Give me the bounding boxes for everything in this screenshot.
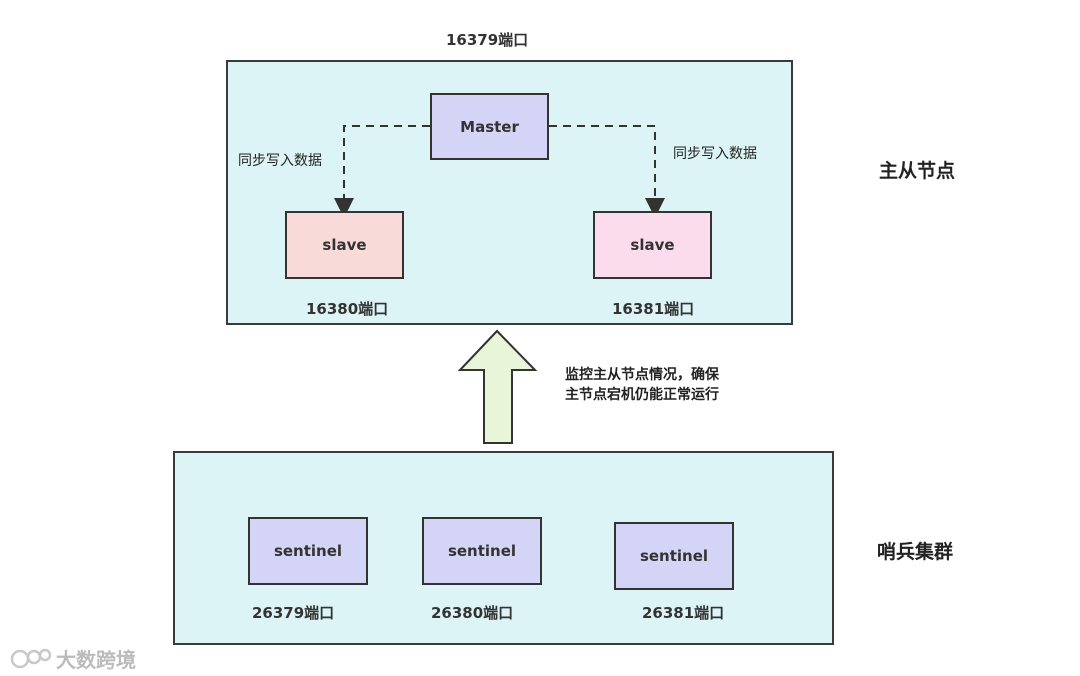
sentinel-node-3: sentinel — [614, 522, 734, 590]
master-slave-group — [226, 60, 793, 325]
slave-right-port-label: 16381端口 — [612, 300, 695, 318]
monitor-note: 监控主从节点情况，确保 主节点宕机仍能正常运行 — [565, 365, 719, 405]
sentinel-side-label: 哨兵集群 — [877, 541, 954, 563]
sentinel-3-port-label: 26381端口 — [642, 604, 725, 622]
monitor-note-line1: 监控主从节点情况，确保 — [565, 367, 719, 383]
watermark-text: 大数跨境 — [56, 648, 136, 672]
top-port-label: 16379端口 — [446, 31, 529, 49]
sentinel-2-port-label: 26380端口 — [431, 604, 514, 622]
slave-node-left: slave — [285, 211, 404, 279]
sync-connector-right — [549, 125, 665, 218]
slave-node-right: slave — [593, 211, 712, 279]
monitor-arrow — [457, 329, 538, 444]
master-node: Master — [430, 93, 549, 160]
sync-connector-left — [334, 125, 430, 218]
watermark-logo-icon — [10, 648, 52, 668]
sentinel-node-1: sentinel — [248, 517, 368, 585]
watermark: 大数跨境 — [10, 644, 136, 673]
monitor-note-line2: 主节点宕机仍能正常运行 — [565, 387, 719, 403]
sentinel-node-2: sentinel — [422, 517, 542, 585]
slave-left-port-label: 16380端口 — [306, 300, 389, 318]
master-slave-side-label: 主从节点 — [879, 160, 956, 182]
sync-label-left: 同步写入数据 — [238, 153, 322, 169]
sentinel-1-port-label: 26379端口 — [252, 604, 335, 622]
sync-label-right: 同步写入数据 — [673, 146, 757, 162]
